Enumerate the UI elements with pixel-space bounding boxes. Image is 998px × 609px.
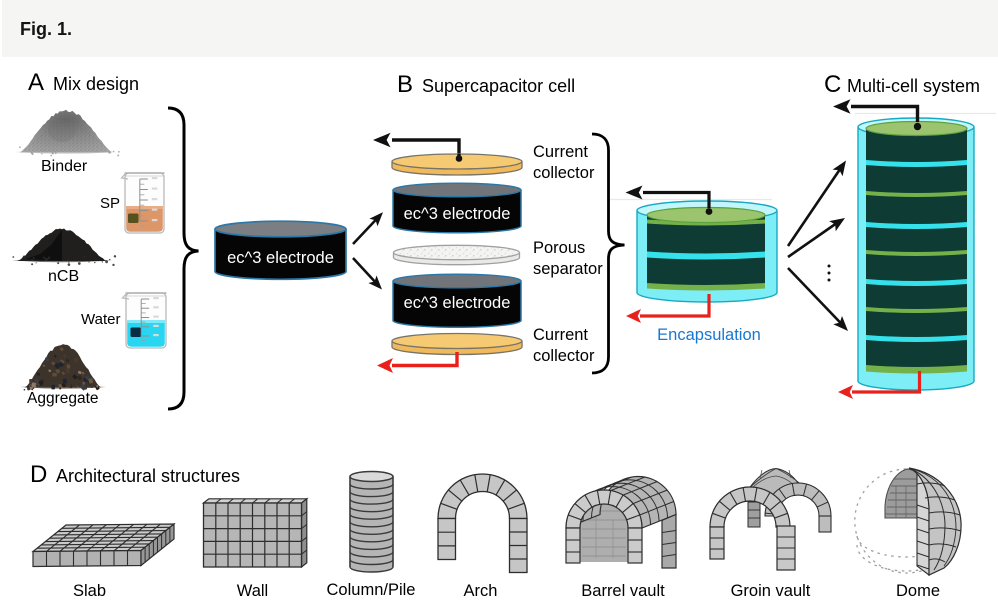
svg-text:separator: separator: [533, 260, 603, 278]
svg-text:Water: Water: [81, 311, 120, 328]
svg-text:A: A: [28, 69, 44, 96]
svg-text:Encapsulation: Encapsulation: [657, 326, 761, 344]
svg-text:Mix design: Mix design: [53, 74, 139, 94]
svg-text:Current: Current: [533, 326, 588, 344]
svg-text:D: D: [30, 461, 47, 488]
svg-text:nCB: nCB: [48, 268, 79, 285]
svg-text:Supercapacitor cell: Supercapacitor cell: [422, 76, 575, 96]
svg-text:Binder: Binder: [41, 158, 88, 175]
svg-text:Barrel vault: Barrel vault: [581, 582, 665, 600]
svg-text:Arch: Arch: [464, 582, 498, 600]
svg-text:Dome: Dome: [896, 582, 940, 600]
svg-text:Fig. 1.: Fig. 1.: [20, 19, 72, 39]
svg-text:Wall: Wall: [237, 582, 268, 600]
svg-text:collector: collector: [533, 347, 595, 365]
svg-text:ec^3 electrode: ec^3 electrode: [227, 249, 334, 267]
svg-text:SP: SP: [100, 195, 120, 212]
svg-text:Aggregate: Aggregate: [27, 390, 99, 407]
svg-text:Groin vault: Groin vault: [731, 582, 811, 600]
svg-text:Current: Current: [533, 143, 588, 161]
svg-text:Porous: Porous: [533, 239, 585, 257]
svg-text:collector: collector: [533, 164, 595, 182]
svg-text:B: B: [397, 71, 413, 98]
svg-text:ec^3 electrode: ec^3 electrode: [404, 294, 511, 312]
svg-text:Column/Pile: Column/Pile: [327, 581, 416, 599]
svg-text:C: C: [824, 71, 841, 98]
svg-text:Architectural structures: Architectural structures: [56, 466, 240, 486]
svg-text:Slab: Slab: [73, 582, 106, 600]
svg-text:ec^3 electrode: ec^3 electrode: [404, 205, 511, 223]
svg-text:Multi-cell system: Multi-cell system: [847, 76, 980, 96]
